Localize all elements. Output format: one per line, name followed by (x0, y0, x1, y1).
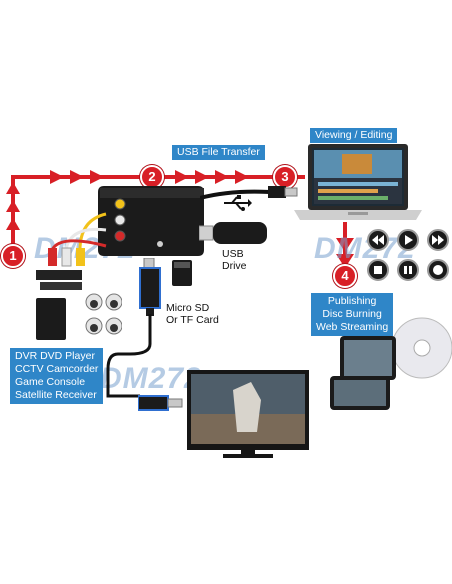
publishing-label: Publishing Disc Burning Web Streaming (311, 293, 394, 336)
pause-icon (397, 259, 419, 281)
rca-cables (48, 212, 107, 267)
arrow-down-2 (336, 254, 354, 268)
usb-file-transfer-label: USB File Transfer (172, 145, 265, 160)
arrow-right-7 (235, 170, 249, 184)
play-icon (397, 229, 419, 251)
capture-device (98, 186, 204, 256)
step-badge-4: 4 (333, 264, 357, 288)
arrow-down-1 (336, 238, 354, 252)
arrow-right-5 (195, 170, 209, 184)
arrow-right-2 (70, 170, 84, 184)
arrow-right-4 (175, 170, 189, 184)
arrow-up-2 (6, 200, 20, 212)
arrow-right-1 (50, 170, 64, 184)
rewind-icon (367, 229, 389, 251)
usb-symbol-icon (224, 195, 252, 211)
step-badge-1: 1 (1, 244, 25, 268)
tv-screen (187, 370, 309, 458)
record-icon (427, 259, 449, 281)
watermark-center: DM272 (100, 362, 202, 395)
usb-drive-icon (199, 222, 267, 244)
hdmi-cable (106, 314, 152, 398)
arrow-up-1 (6, 218, 20, 230)
tv-hdmi-connector (138, 395, 183, 411)
mobile-devices-and-disc (330, 317, 452, 410)
arrow-right-3 (90, 170, 104, 184)
viewing-editing-label: Viewing / Editing (310, 128, 398, 143)
arrow-right-6 (215, 170, 229, 184)
source-devices (36, 270, 122, 340)
hdmi-connector (139, 258, 192, 316)
arrow-up-3 (6, 182, 20, 194)
laptop-icon (294, 144, 422, 220)
stop-icon (367, 259, 389, 281)
step-badge-3: 3 (273, 165, 297, 189)
usb-cable (200, 186, 298, 200)
source-devices-label: DVR DVD Player CCTV Camcorder Game Conso… (10, 348, 104, 404)
fast-forward-icon (427, 229, 449, 251)
